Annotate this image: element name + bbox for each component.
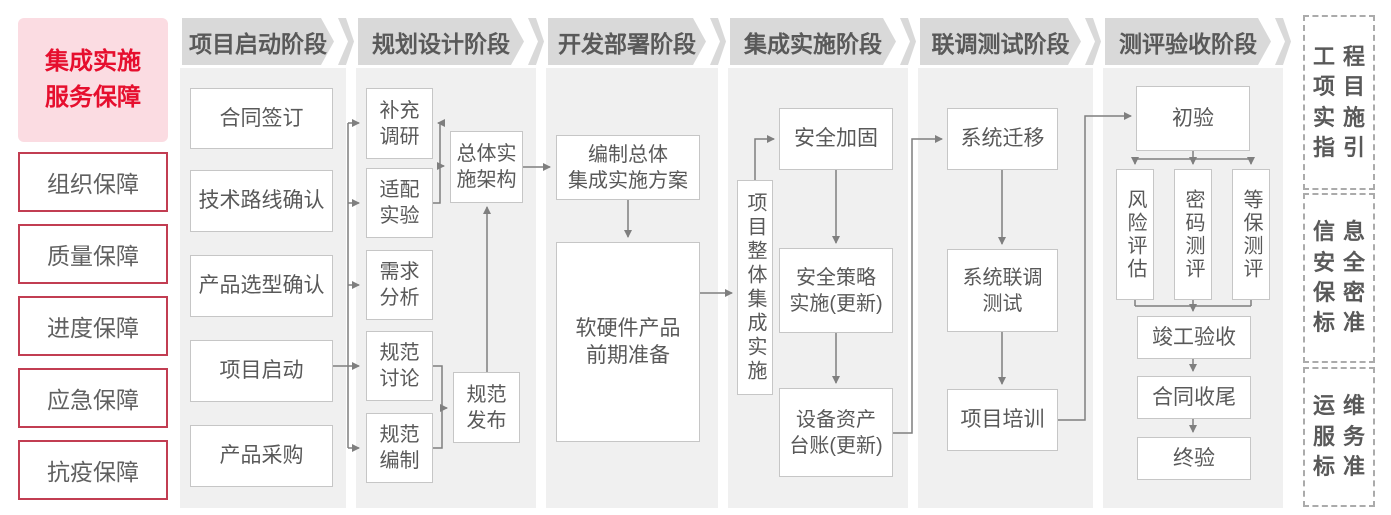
- ref-om-service-standard: 运维 服务 标准: [1303, 367, 1375, 507]
- node-adaptation-test: 适配 实验: [366, 168, 433, 238]
- series-title: 集成实施 服务保障: [18, 18, 168, 142]
- guarantee-schedule: 进度保障: [18, 296, 168, 356]
- ref-line: 工程: [1313, 43, 1374, 69]
- node-initial-acceptance: 初验: [1136, 86, 1250, 151]
- node-hw-sw-preparation: 软硬件产品 前期准备: [556, 242, 700, 442]
- chevron-icon: [710, 18, 726, 65]
- node-contract-signing: 合同签订: [190, 88, 333, 149]
- node-security-hardening: 安全加固: [779, 108, 893, 170]
- ref-line: 标准: [1313, 454, 1374, 480]
- stage-banner-dev-deploy: 开发部署阶段: [548, 18, 706, 65]
- node-completion-acceptance: 竣工验收: [1137, 316, 1251, 359]
- node-overall-integration-plan: 编制总体 集成实施方案: [556, 135, 700, 200]
- chevron-icon: [900, 18, 916, 65]
- node-supplement-research: 补充 调研: [366, 88, 433, 159]
- node-overall-project-integration: 项目整体集成实施: [737, 180, 773, 395]
- ref-line: 项目: [1313, 74, 1374, 100]
- node-final-acceptance: 终验: [1137, 437, 1251, 480]
- ref-line: 标准: [1313, 310, 1374, 336]
- node-classified-protection-evaluation: 等保测评: [1232, 169, 1270, 300]
- chevron-icon: [1085, 18, 1101, 65]
- node-project-training: 项目培训: [947, 389, 1058, 451]
- node-project-kickoff: 项目启动: [190, 340, 333, 402]
- stage-banner-integration: 集成实施阶段: [730, 18, 896, 65]
- node-spec-discussion: 规范 讨论: [366, 331, 433, 401]
- chevron-icon: [1275, 18, 1291, 65]
- node-joint-debug-test: 系统联调 测试: [947, 249, 1058, 332]
- node-risk-assessment: 风险评估: [1116, 169, 1154, 300]
- ref-line: 信息: [1313, 219, 1374, 245]
- stage-banner-joint-test: 联调测试阶段: [920, 18, 1081, 65]
- node-tech-route-confirm: 技术路线确认: [190, 170, 333, 232]
- node-spec-drafting: 规范 编制: [366, 413, 433, 483]
- guarantee-org: 组织保障: [18, 152, 168, 212]
- ref-line: 服务: [1313, 423, 1374, 449]
- ref-line: 保密: [1313, 280, 1374, 305]
- ref-line: 运维: [1313, 393, 1374, 419]
- guarantee-emergency: 应急保障: [18, 368, 168, 428]
- node-contract-closure: 合同收尾: [1137, 376, 1251, 419]
- stage-banner-planning-design: 规划设计阶段: [358, 18, 524, 65]
- ref-line: 实施: [1313, 104, 1374, 130]
- node-product-procurement: 产品采购: [190, 425, 333, 487]
- node-security-policy-impl: 安全策略 实施(更新): [779, 248, 893, 333]
- guarantee-quality: 质量保障: [18, 224, 168, 284]
- ref-line: 安全: [1313, 249, 1374, 275]
- ref-infosec-confidentiality-standard: 信息 安全 保密 标准: [1303, 193, 1375, 363]
- node-system-migration: 系统迁移: [947, 108, 1058, 170]
- node-requirement-analysis: 需求 分析: [366, 250, 433, 320]
- node-asset-ledger-update: 设备资产 台账(更新): [779, 388, 893, 477]
- chevron-icon: [528, 18, 544, 65]
- ref-line: 指引: [1313, 134, 1374, 160]
- stage-banner-project-start: 项目启动阶段: [182, 18, 334, 65]
- chevron-icon: [338, 18, 354, 65]
- node-spec-release: 规范 发布: [453, 372, 520, 443]
- ref-project-implementation-guide: 工程 项目 实施 指引: [1303, 15, 1375, 190]
- stage-banner-acceptance: 测评验收阶段: [1105, 18, 1271, 65]
- guarantee-epidemic: 抗疫保障: [18, 440, 168, 500]
- node-product-selection-confirm: 产品选型确认: [190, 255, 333, 317]
- node-crypto-evaluation: 密码测评: [1174, 169, 1212, 300]
- node-overall-impl-architecture: 总体实 施架构: [450, 131, 523, 203]
